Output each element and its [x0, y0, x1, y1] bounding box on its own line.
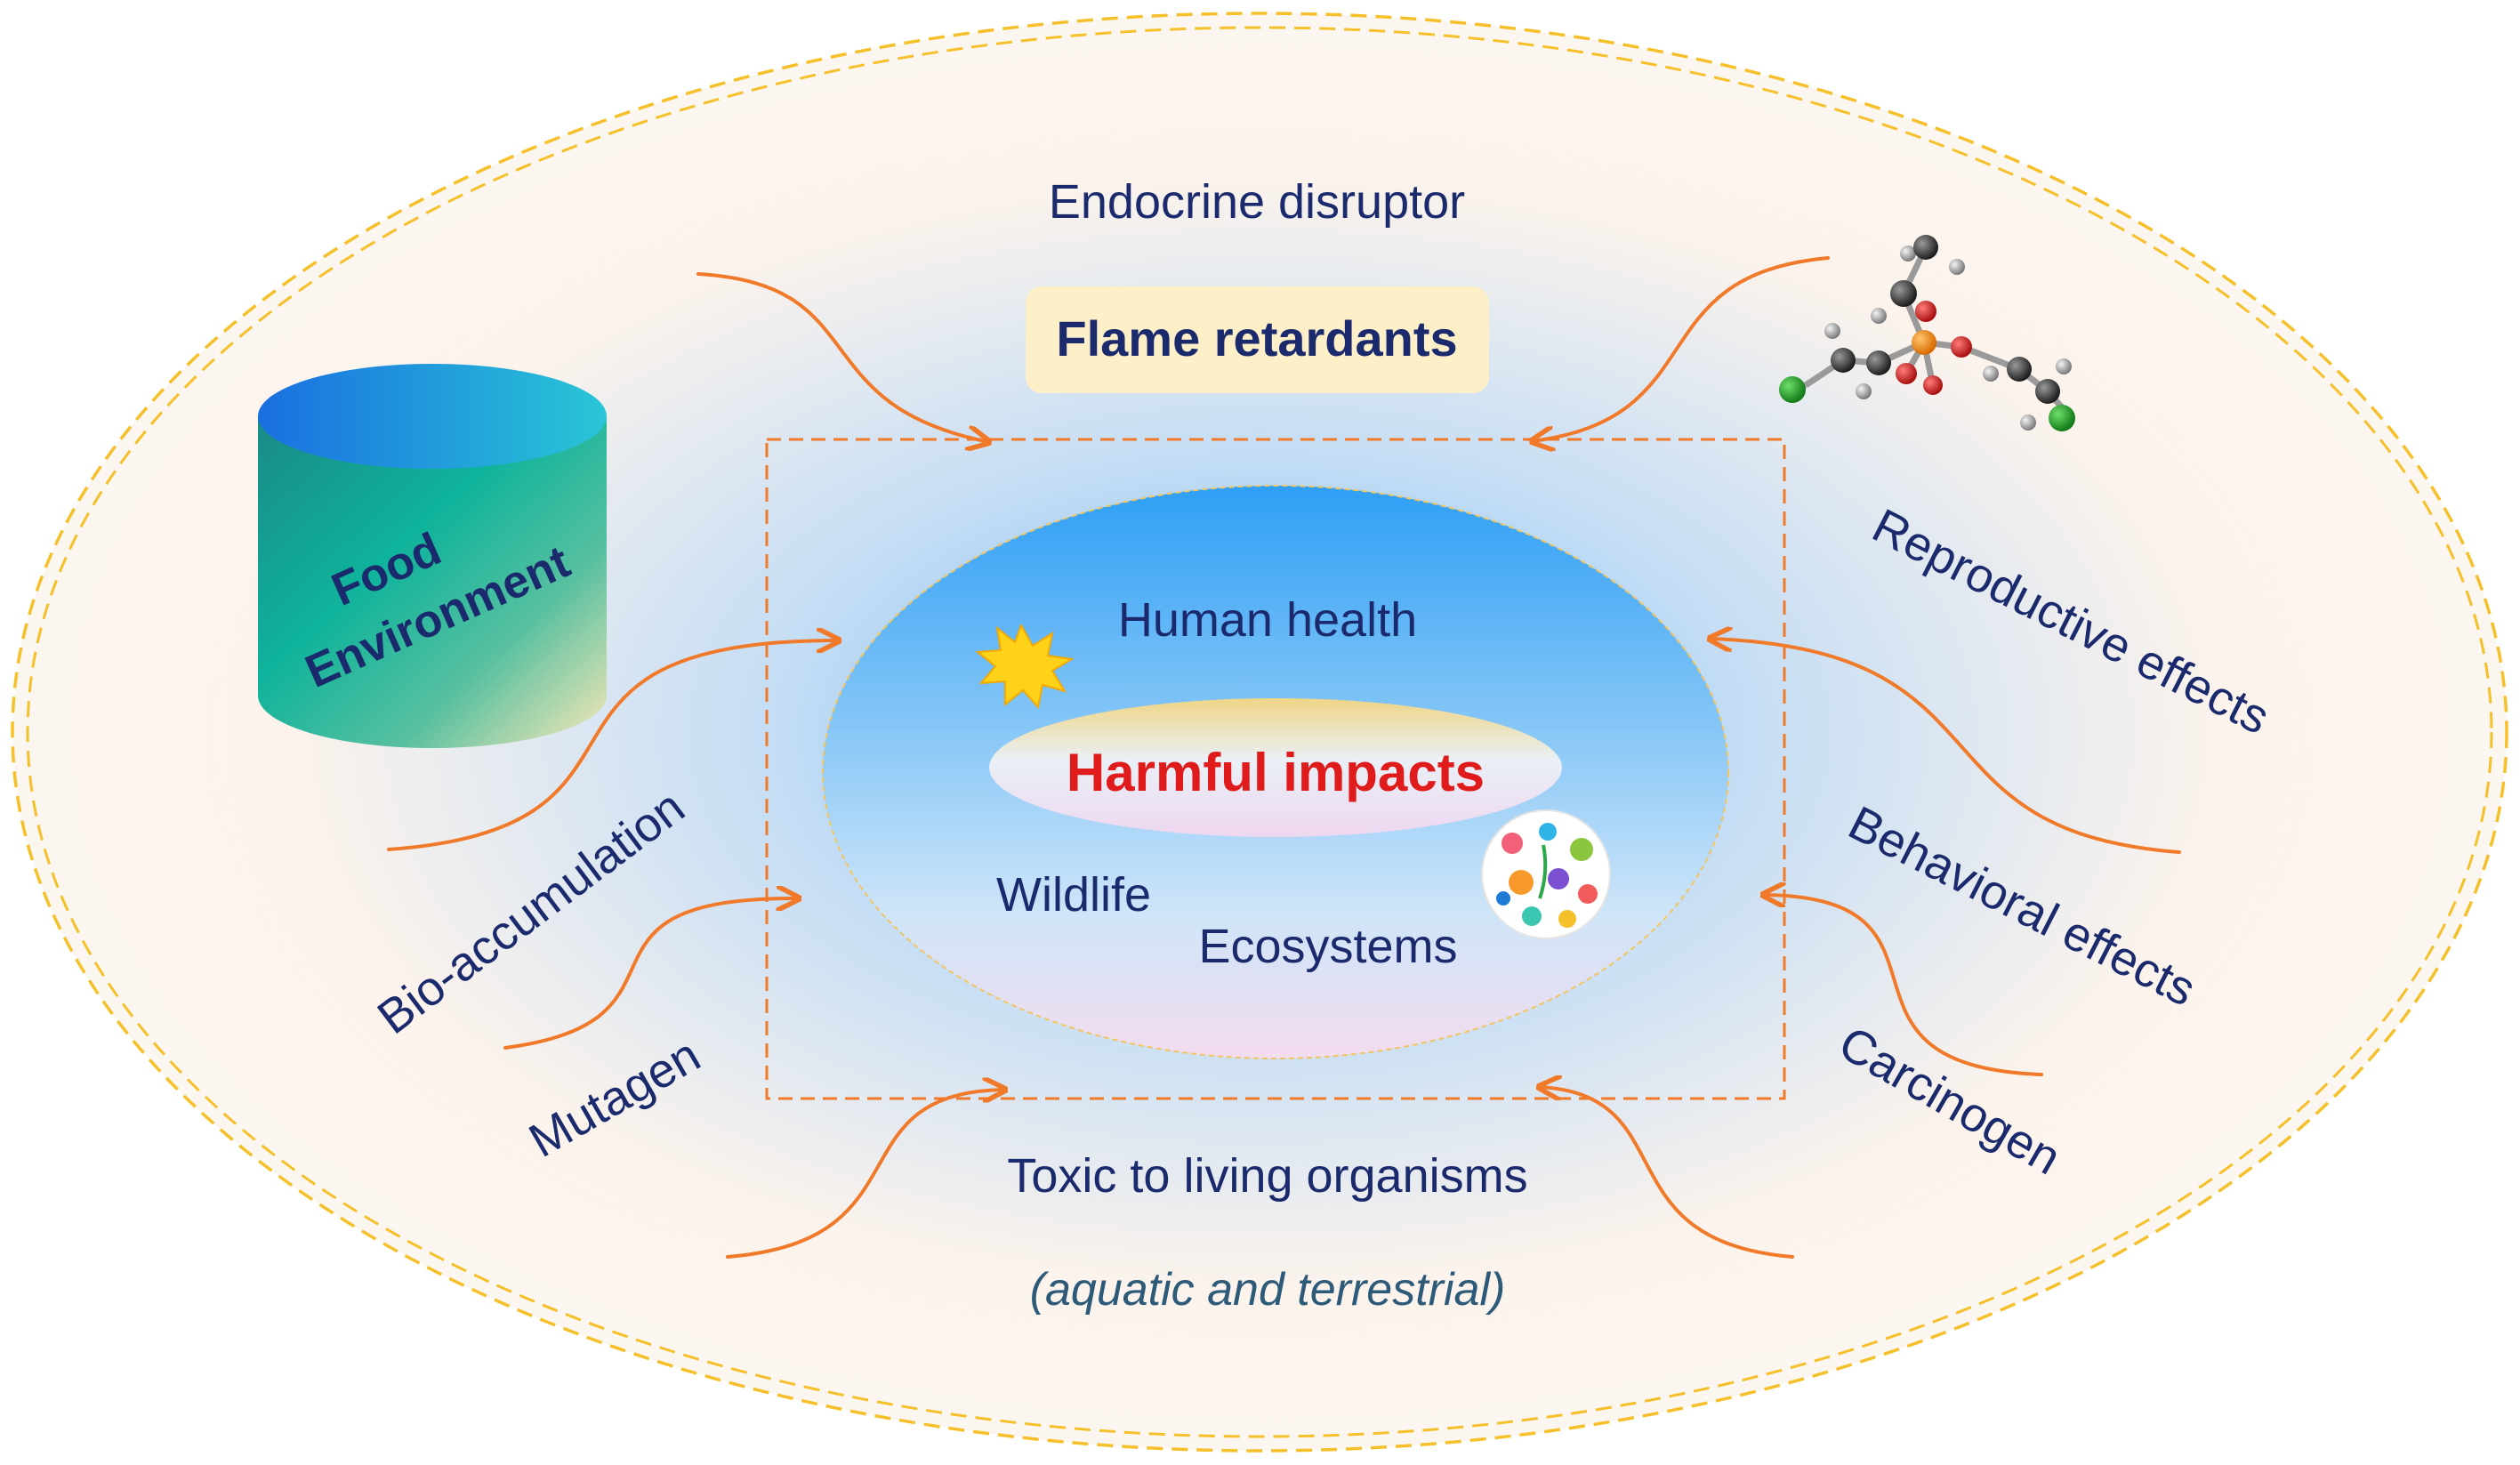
core-label: Harmful impacts: [1067, 743, 1485, 802]
inner-dashed-ellipse: [26, 26, 2493, 1438]
endocrine-label: Endocrine disruptor: [1049, 175, 1465, 229]
wildlife-label: Wildlife: [996, 868, 1151, 922]
arrow-left-upper: [387, 640, 839, 851]
food-environment-cylinder: Food Environment: [258, 364, 607, 748]
arrow-top-left: [696, 272, 989, 442]
molecule-icon: [1779, 235, 2075, 431]
arrows: [387, 256, 2181, 1259]
arrow-right-upper: [1710, 639, 2181, 854]
arrow-bottom-left: [726, 1090, 1005, 1259]
sea-life-icon: [1481, 809, 1611, 939]
arrow-top-right: [1532, 256, 1830, 441]
toxic-note-label: (aquatic and terrestrial): [1030, 1264, 1506, 1316]
core-band: [989, 698, 1562, 837]
toxic-label: Toxic to living organisms: [1007, 1149, 1527, 1203]
arrow-bottom-right: [1539, 1087, 1794, 1259]
ecosystems-label: Ecosystems: [1198, 920, 1457, 973]
title: Flame retardants: [1056, 310, 1457, 366]
impact-frame: [765, 438, 1786, 1100]
sun-icon: [975, 623, 1075, 710]
title-box: [1026, 286, 1489, 393]
arrow-left-lower: [503, 898, 799, 1050]
human-health-label: Human health: [1118, 593, 1417, 647]
arrow-right-lower: [1763, 895, 2043, 1076]
outer-dashed-ellipse: [11, 12, 2508, 1453]
